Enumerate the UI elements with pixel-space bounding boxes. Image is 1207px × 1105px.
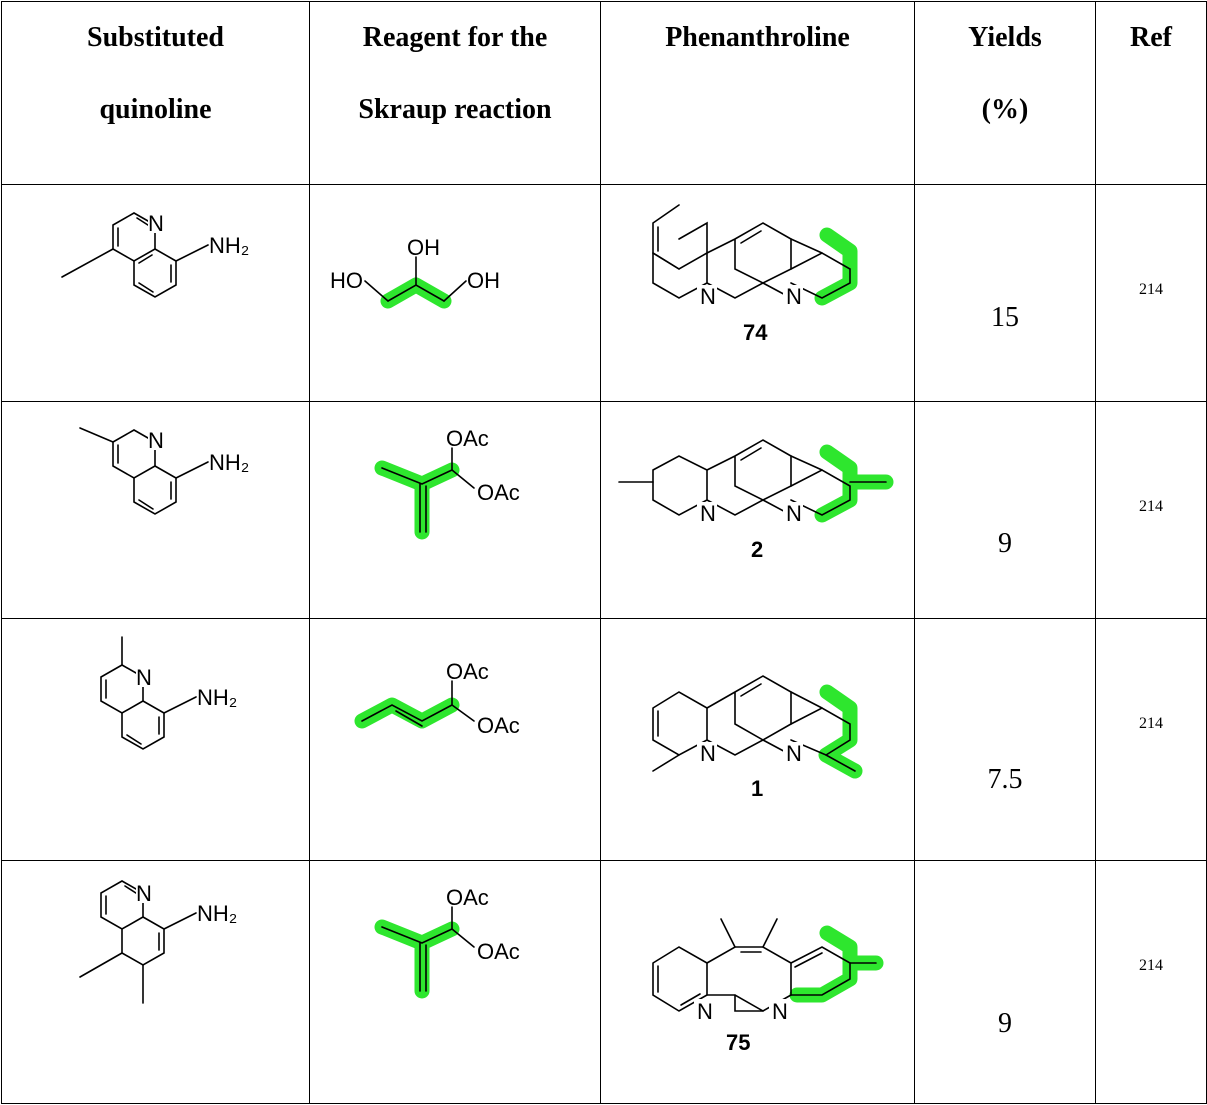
nh2-label: NH₂ <box>209 450 249 475</box>
oac-label: OAc <box>446 885 489 910</box>
nh2-label: NH₂ <box>209 233 249 258</box>
n-label: N <box>136 665 152 690</box>
oh-label: OH <box>407 235 440 260</box>
phenanthroline-1-svg: N N 1 <box>652 675 863 801</box>
table-row: N NH₂ OH HO OH <box>1 184 1207 402</box>
compound-number: 74 <box>743 320 768 345</box>
n-label: N <box>772 999 788 1024</box>
reagent-structure: OH HO OH <box>309 184 601 402</box>
oac-label: OAc <box>477 480 520 505</box>
methacrolein-diacetate-svg: OAc OAc <box>374 426 520 540</box>
oac-label: OAc <box>477 713 520 738</box>
quinoline-3-methyl-svg: N NH₂ <box>79 427 249 515</box>
ref-cell: 214 <box>1095 860 1207 1104</box>
ho-label: HO <box>330 268 363 293</box>
yield-cell: 15 <box>914 184 1096 402</box>
compound-number: 1 <box>751 776 763 801</box>
oac-label: OAc <box>446 426 489 451</box>
quinoline-structure: N NH₂ <box>1 860 310 1104</box>
n-label: N <box>700 501 716 526</box>
quinoline-2-methyl-svg: N NH₂ <box>100 636 237 750</box>
reagent-structure: OAc OAc <box>309 618 601 861</box>
n-label: N <box>148 211 164 236</box>
glycerol-svg: OH HO OH <box>330 235 500 309</box>
yield-cell: 9 <box>914 401 1096 619</box>
n-label: N <box>700 284 716 309</box>
phenanthroline-74-svg: N N 74 <box>652 204 858 345</box>
quinoline-4-methyl-svg: N NH₂ <box>61 211 249 298</box>
methacrolein-diacetate-svg: OAc OAc <box>374 885 520 999</box>
n-label: N <box>700 741 716 766</box>
oac-label: OAc <box>477 939 520 964</box>
nh2-label: NH₂ <box>197 901 237 926</box>
quinoline-structure: N NH₂ <box>1 184 310 402</box>
compound-number: 75 <box>726 1030 750 1055</box>
table-row: N NH₂ OAc OAc <box>1 618 1207 861</box>
compound-number: 2 <box>751 537 763 562</box>
ref-cell: 214 <box>1095 401 1207 619</box>
nh2-label: NH₂ <box>197 685 237 710</box>
quinoline-structure: N NH₂ <box>1 618 310 861</box>
ref-cell: 214 <box>1095 184 1207 402</box>
n-label: N <box>786 501 802 526</box>
quinoline-5-6-dimethyl-svg: N NH₂ <box>79 880 237 1004</box>
reagent-structure: OAc OAc <box>309 401 601 619</box>
table-row: N NH₂ OAc OAc <box>1 860 1207 1104</box>
oac-label: OAc <box>446 659 489 684</box>
product-structure: N N 2 <box>600 401 915 619</box>
ref-cell: 214 <box>1095 618 1207 861</box>
n-label: N <box>786 741 802 766</box>
header-ref: Ref <box>1095 1 1207 185</box>
header-yields: Yields(%) <box>914 1 1096 185</box>
phenanthroline-2-svg: N N 2 <box>618 439 894 562</box>
quinoline-structure: N NH₂ <box>1 401 310 619</box>
yield-cell: 7.5 <box>914 618 1096 861</box>
n-label: N <box>148 428 164 453</box>
table-row: N NH₂ OAc OAc <box>1 401 1207 619</box>
header-phenanthroline: Phenanthroline <box>600 1 915 185</box>
crotonaldehyde-diacetate-svg: OAc OAc <box>354 659 520 738</box>
product-structure: N N 1 <box>600 618 915 861</box>
product-structure: N N 75 <box>600 860 915 1104</box>
yield-cell: 9 <box>914 860 1096 1104</box>
product-structure: N N 74 <box>600 184 915 402</box>
oh-label: OH <box>467 268 500 293</box>
n-label: N <box>697 999 713 1024</box>
reagent-structure: OAc OAc <box>309 860 601 1104</box>
n-label: N <box>786 284 802 309</box>
n-label: N <box>136 881 152 906</box>
phenanthroline-75-svg: N N 75 <box>652 918 884 1055</box>
